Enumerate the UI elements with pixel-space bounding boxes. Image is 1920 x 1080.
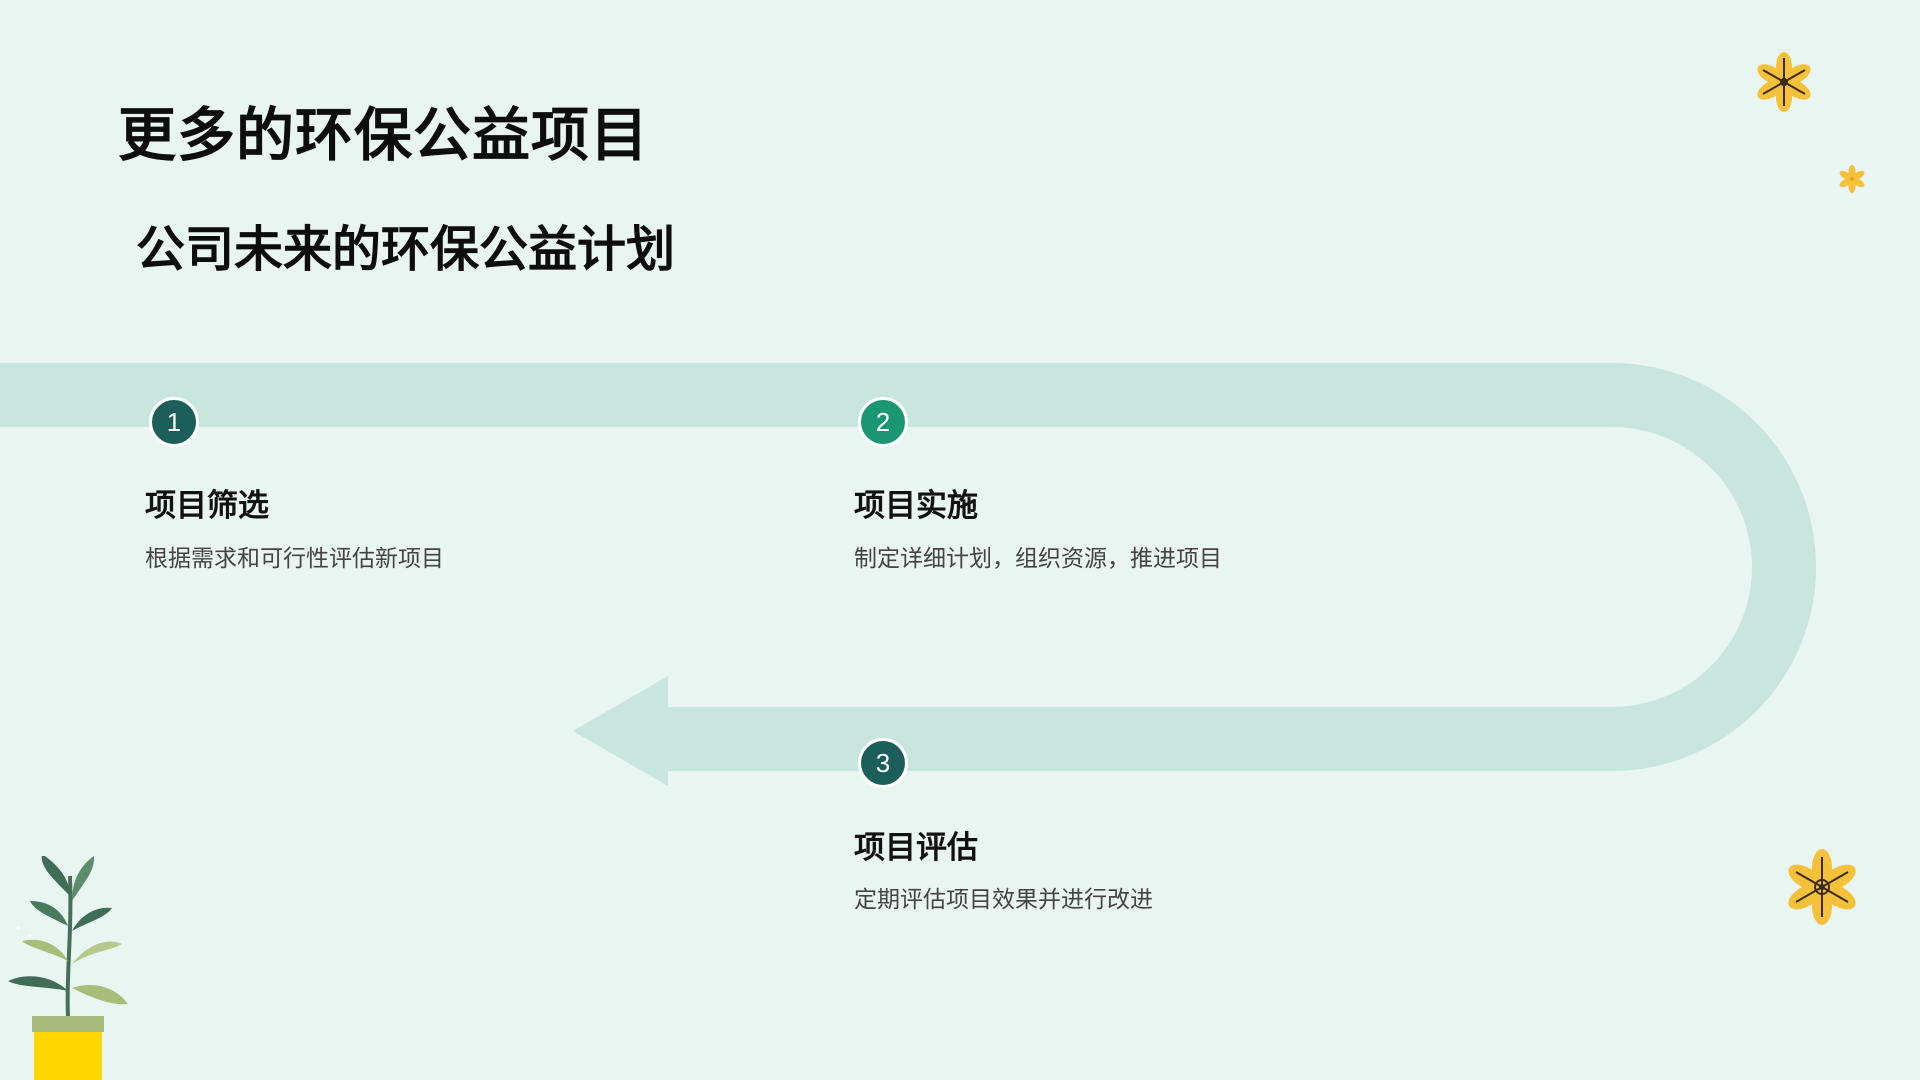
flower-icon [1757,52,1811,112]
step-2-description: 制定详细计划，组织资源，推进项目 [854,546,1222,572]
step-3-number: 3 [858,738,908,788]
page-title: 更多的环保公益项目 [118,101,650,169]
page-subtitle: 公司未来的环保公益计划 [136,221,676,278]
step-1-number: 1 [149,397,199,447]
flower-icon [1788,849,1856,925]
plant-pot-icon [8,856,128,1080]
step-1-description: 根据需求和可行性评估新项目 [145,546,444,572]
step-3-title: 项目评估 [854,830,978,866]
step-1-title: 项目筛选 [145,488,269,524]
arrow-head-icon [573,676,668,786]
step-2-number: 2 [858,397,908,447]
step-3-description: 定期评估项目效果并进行改进 [854,887,1153,913]
flower-icon [1839,165,1865,193]
step-2-title: 项目实施 [854,488,978,524]
